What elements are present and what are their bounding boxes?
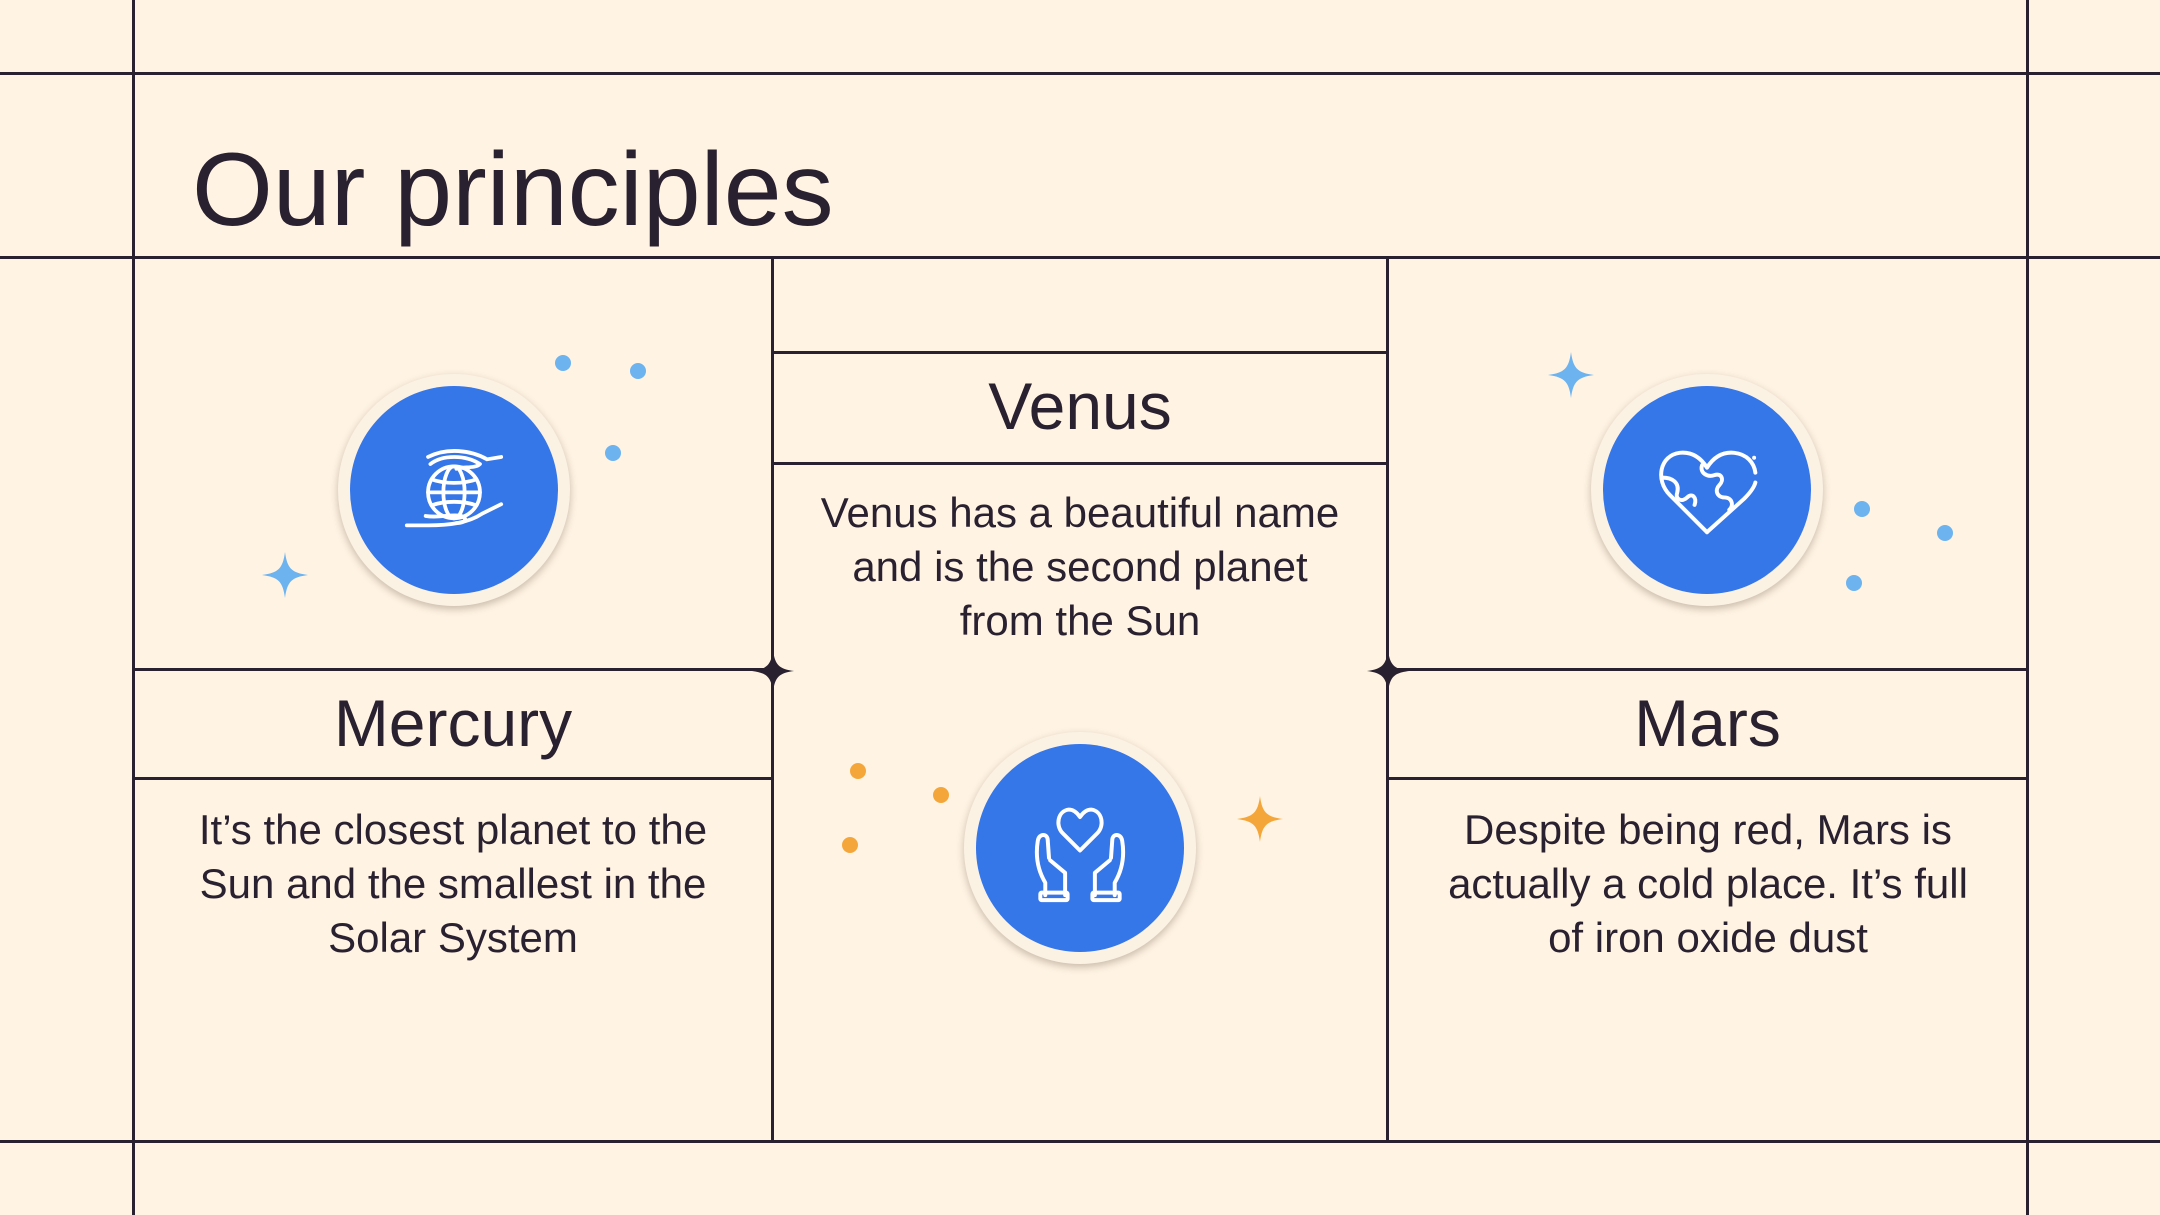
sparkle-dot (1854, 501, 1870, 517)
grid-line-right (2026, 0, 2029, 1215)
sparkle-dot (842, 837, 858, 853)
grid-line-bottom (0, 1140, 2160, 1143)
sparkle-dot (630, 363, 646, 379)
grid-line-mid-heading-bottom (771, 462, 1389, 465)
grid-line-right-heading-bottom (1386, 777, 2029, 780)
card-heading-venus: Venus (988, 369, 1172, 443)
card-heading-mars: Mars (1634, 686, 1781, 760)
heart-in-hands-icon (1034, 807, 1126, 903)
sparkle-dot (605, 445, 621, 461)
sparkle-dot (933, 787, 949, 803)
grid-line-title-bottom (0, 256, 2160, 259)
sparkle-star-icon (262, 552, 308, 598)
globe-in-hands-icon (404, 449, 504, 528)
earth-heart-icon (1659, 450, 1758, 535)
sparkle-star-icon (1237, 796, 1283, 842)
grid-line-left (132, 0, 135, 1215)
grid-line-col-2 (1386, 256, 1389, 1142)
grid-line-mid-heading-top (771, 351, 1389, 354)
grid-line-left-heading-bottom (132, 777, 773, 780)
grid-line-left-heading-top (132, 668, 773, 671)
sparkle-dot (555, 355, 571, 371)
sparkle-dot (850, 763, 866, 779)
grid-line-top (0, 72, 2160, 75)
card-description-mercury: It’s the closest planet to the Sun and t… (198, 806, 708, 961)
card-description-venus: Venus has a beautiful name and is the se… (820, 489, 1340, 644)
card-description-mars: Despite being red, Mars is actually a co… (1448, 806, 1968, 961)
icon-badge-venus (964, 732, 1196, 964)
grid-line-right-heading-top (1386, 668, 2029, 671)
icon-badge-mercury (338, 374, 570, 606)
joint-star-icon (1367, 650, 1409, 692)
grid-line-col-1 (771, 256, 774, 1142)
sparkle-dot (1846, 575, 1862, 591)
card-heading-mercury: Mercury (333, 686, 573, 760)
sparkle-star-icon (1548, 352, 1594, 398)
joint-star-icon (752, 650, 794, 692)
sparkle-dot (1937, 525, 1953, 541)
icon-badge-mars (1591, 374, 1823, 606)
slide-title: Our principles (192, 132, 834, 248)
